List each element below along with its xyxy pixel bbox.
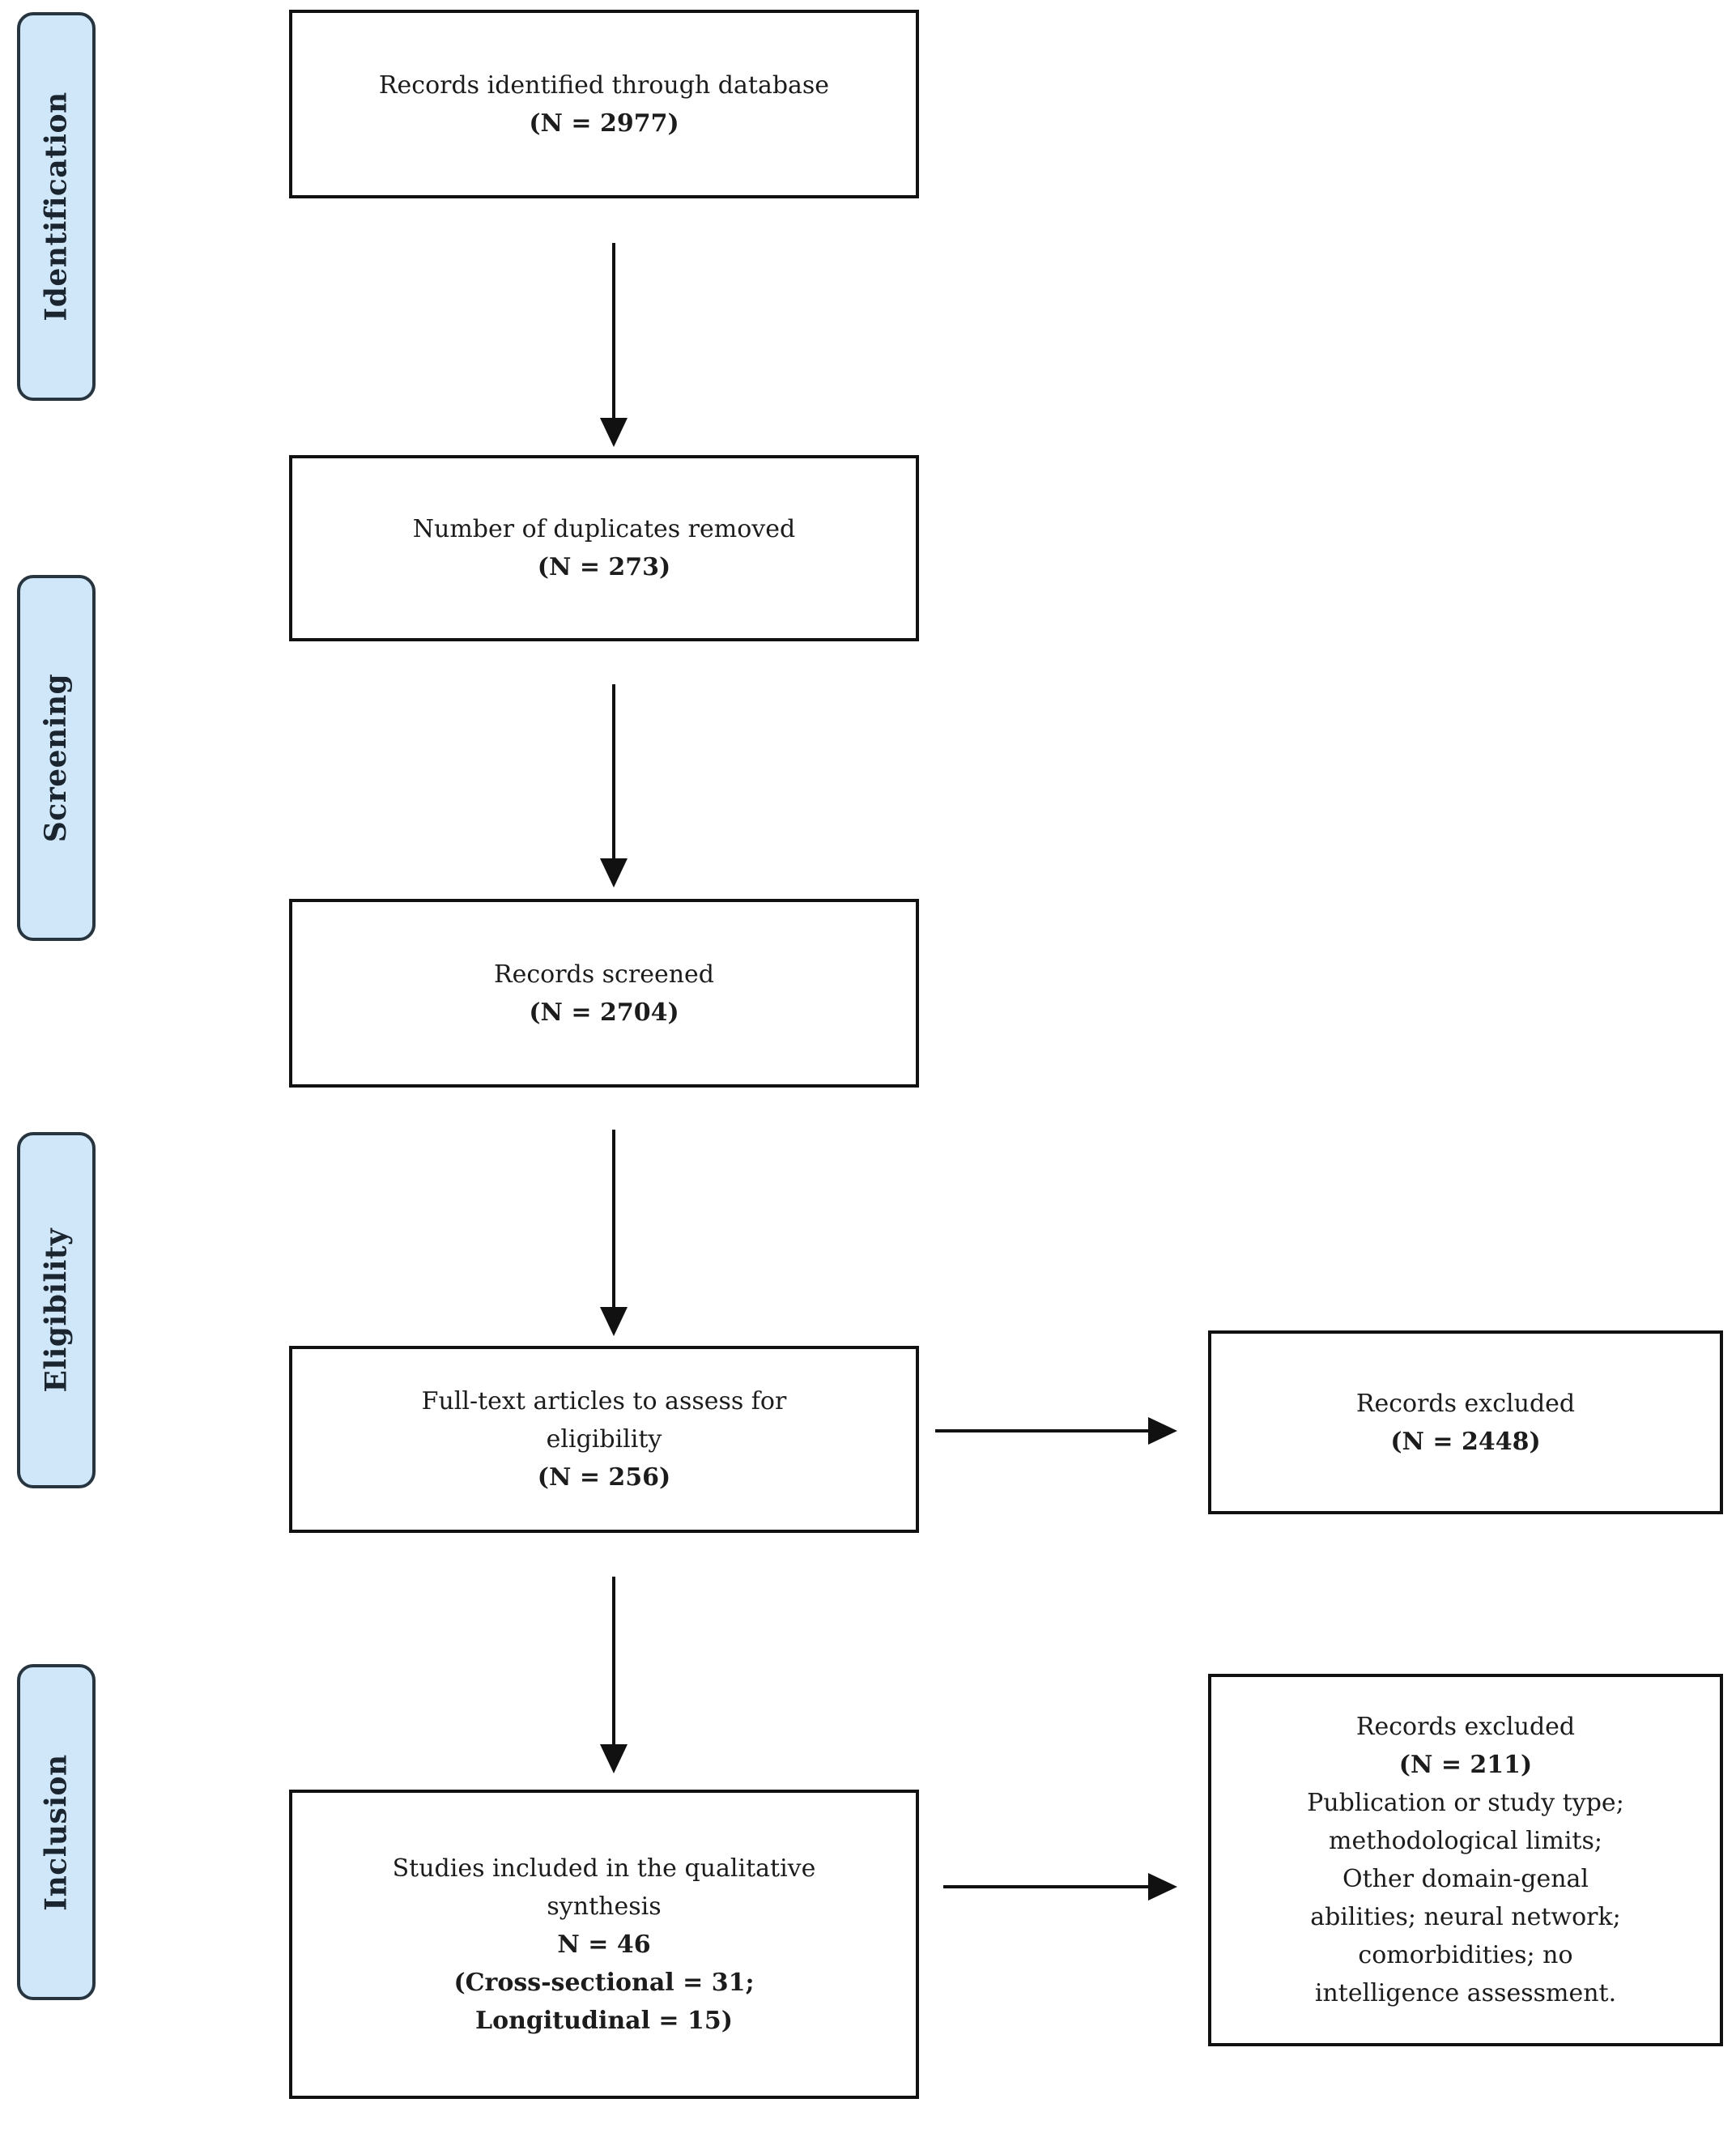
box-records-excluded-screening-line1: Records excluded <box>1355 1389 1576 1418</box>
box-records-identified-count: (N = 2977) <box>529 109 679 138</box>
stage-screening-label: Screening <box>39 673 74 843</box>
stage-eligibility: Eligibility <box>17 1132 96 1488</box>
box-fulltext-assessed-line2: eligibility <box>546 1425 662 1454</box>
arrow-right-included-to-excluded <box>943 1873 1177 1901</box>
box-records-excluded-fulltext-reason6: intelligence assessment. <box>1314 1979 1617 2007</box>
box-records-excluded-fulltext-line1: Records excluded <box>1355 1713 1576 1741</box>
box-records-excluded-fulltext-reason2: methodological limits; <box>1329 1827 1602 1855</box>
box-records-excluded-fulltext: Records excluded (N = 211) Publication o… <box>1208 1674 1723 2046</box>
box-studies-included-count: N = 46 <box>557 1930 651 1959</box>
stage-identification-label: Identification <box>39 92 74 321</box>
box-fulltext-assessed: Full-text articles to assess for eligibi… <box>289 1346 919 1533</box>
stage-eligibility-label: Eligibility <box>39 1228 74 1393</box>
box-records-identified-line1: Records identified through database <box>378 70 830 100</box>
box-studies-included-crosssectional: (Cross-sectional = 31; <box>453 1968 755 1997</box>
box-records-excluded-screening: Records excluded (N = 2448) <box>1208 1330 1723 1514</box>
box-duplicates-removed-line1: Number of duplicates removed <box>412 515 796 543</box>
box-records-excluded-fulltext-reason4: abilities; neural network; <box>1310 1903 1621 1931</box>
stage-screening: Screening <box>17 575 96 941</box>
box-studies-included: Studies included in the qualitative synt… <box>289 1790 919 2099</box>
box-duplicates-removed-count: (N = 273) <box>537 553 671 581</box>
box-records-identified: Records identified through database (N =… <box>289 10 919 198</box>
arrow-down-duplicates-to-screened <box>600 684 628 888</box>
box-duplicates-removed: Number of duplicates removed (N = 273) <box>289 455 919 641</box>
box-records-excluded-fulltext-count: (N = 211) <box>1398 1751 1533 1779</box>
arrow-down-screened-to-fulltext <box>600 1130 628 1336</box>
box-studies-included-longitudinal: Longitudinal = 15) <box>475 2006 733 2035</box>
stage-inclusion: Inclusion <box>17 1664 96 2000</box>
arrow-down-fulltext-to-included <box>600 1577 628 1773</box>
box-records-screened-count: (N = 2704) <box>529 998 679 1027</box>
box-fulltext-assessed-line1: Full-text articles to assess for <box>421 1387 787 1415</box>
box-records-excluded-fulltext-reason1: Publication or study type; <box>1307 1789 1624 1817</box>
box-fulltext-assessed-count: (N = 256) <box>537 1463 671 1492</box>
box-studies-included-line1: Studies included in the qualitative <box>392 1854 816 1883</box>
box-records-excluded-fulltext-reason3: Other domain-genal <box>1342 1865 1589 1893</box>
box-records-excluded-fulltext-reason5: comorbidities; no <box>1358 1941 1573 1969</box>
stage-identification: Identification <box>17 12 96 401</box>
box-records-excluded-screening-count: (N = 2448) <box>1390 1427 1541 1456</box>
box-records-screened: Records screened (N = 2704) <box>289 899 919 1088</box>
stage-inclusion-label: Inclusion <box>39 1753 74 1911</box>
arrow-down-identified-to-duplicates <box>600 243 628 447</box>
box-records-screened-line1: Records screened <box>493 960 714 989</box>
box-studies-included-line2: synthesis <box>547 1892 662 1921</box>
arrow-right-fulltext-to-excluded <box>935 1417 1177 1445</box>
